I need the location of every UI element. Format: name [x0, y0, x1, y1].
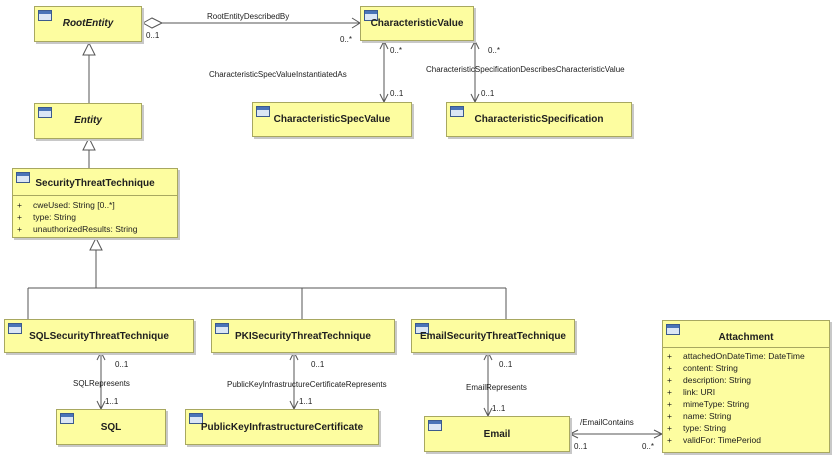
class-icon	[364, 10, 378, 21]
class-public-key-infrastructure-certificate[interactable]: PublicKeyInfrastructureCertificate	[185, 409, 379, 445]
attribute-row: +link: URI	[667, 387, 716, 397]
association-name-spec-describes-value: CharacteristicSpecificationDescribesChar…	[426, 65, 625, 74]
association-name-email-contains: /EmailContains	[580, 418, 634, 427]
class-attachment[interactable]: Attachment +attachedOnDateTime: DateTime…	[662, 320, 830, 453]
class-icon	[666, 324, 680, 335]
association-name-root-described-by: RootEntityDescribedBy	[207, 12, 290, 21]
compartment-divider	[13, 195, 177, 196]
attribute-row: +content: String	[667, 363, 738, 373]
multiplicity-label: 0..1	[311, 360, 325, 369]
multiplicity-label: 1..1	[492, 404, 506, 413]
class-name: EmailSecurityThreatTechnique	[420, 331, 566, 342]
class-characteristic-specification[interactable]: CharacteristicSpecification	[446, 102, 632, 137]
multiplicity-label: 0..1	[574, 442, 588, 451]
class-name: CharacteristicSpecification	[474, 114, 604, 125]
class-name: Attachment	[718, 332, 774, 343]
attribute-list: +attachedOnDateTime: DateTime +content: …	[667, 350, 827, 446]
class-name: SecurityThreatTechnique	[35, 178, 155, 189]
class-name: PublicKeyInfrastructureCertificate	[200, 422, 364, 433]
class-name: CharacteristicValue	[370, 18, 464, 29]
class-icon	[256, 106, 270, 117]
class-email-security-threat-technique[interactable]: EmailSecurityThreatTechnique	[411, 319, 575, 353]
multiplicity-label: 0..1	[115, 360, 129, 369]
class-name: Entity	[74, 115, 102, 126]
class-name: RootEntity	[62, 18, 114, 29]
class-icon	[38, 10, 52, 21]
attribute-list: +cweUsed: String [0..*] +type: String +u…	[17, 199, 175, 235]
multiplicity-label: 0..1	[390, 89, 404, 98]
attribute-row: +type: String	[667, 423, 726, 433]
generalization-triangle	[82, 136, 96, 151]
class-name: PKISecurityThreatTechnique	[235, 331, 371, 342]
compartment-divider	[663, 347, 829, 348]
aggregation-diamond	[141, 17, 164, 29]
class-name: Email	[483, 429, 511, 440]
class-characteristic-spec-value[interactable]: CharacteristicSpecValue	[252, 102, 412, 137]
attribute-row: +validFor: TimePeriod	[667, 435, 761, 445]
association-name-pki-represents: PublicKeyInfrastructureCertificateRepres…	[227, 380, 387, 389]
class-icon	[415, 323, 429, 334]
class-pki-security-threat-technique[interactable]: PKISecurityThreatTechnique	[211, 319, 395, 353]
class-icon	[450, 106, 464, 117]
multiplicity-label: 0..*	[488, 46, 501, 55]
navigation-arrowhead	[568, 429, 579, 439]
multiplicity-label: 0..*	[642, 442, 655, 451]
attribute-row: +mimeType: String	[667, 399, 750, 409]
multiplicity-label: 0..1	[146, 31, 160, 40]
class-icon	[215, 323, 229, 334]
class-root-entity[interactable]: RootEntity	[34, 6, 142, 42]
association-name-email-represents: EmailRepresents	[466, 383, 527, 392]
multiplicity-label: 0..1	[481, 89, 495, 98]
attribute-row: +unauthorizedResults: String	[17, 224, 138, 234]
class-sql[interactable]: SQL	[56, 409, 166, 445]
class-security-threat-technique[interactable]: SecurityThreatTechnique +cweUsed: String…	[12, 168, 178, 238]
class-sql-security-threat-technique[interactable]: SQLSecurityThreatTechnique	[4, 319, 194, 353]
attribute-row: +attachedOnDateTime: DateTime	[667, 351, 805, 361]
class-icon	[60, 413, 74, 424]
generalization-triangle	[82, 41, 96, 56]
navigation-arrowhead	[470, 39, 480, 50]
class-email[interactable]: Email	[424, 416, 570, 452]
class-icon	[16, 172, 30, 183]
multiplicity-label: 1..1	[105, 397, 119, 406]
class-icon	[189, 413, 203, 424]
association-name-sql-represents: SQLRepresents	[73, 379, 130, 388]
class-characteristic-value[interactable]: CharacteristicValue	[360, 6, 474, 41]
attribute-row: +type: String	[17, 212, 76, 222]
class-name: CharacteristicSpecValue	[273, 114, 391, 125]
attribute-row: +name: String	[667, 411, 732, 421]
association-name-spec-value-instantiated: CharacteristicSpecValueInstantiatedAs	[209, 70, 347, 79]
multiplicity-label: 0..*	[340, 35, 353, 44]
multiplicity-label: 1..1	[299, 397, 313, 406]
multiplicity-label: 0..1	[499, 360, 513, 369]
class-icon	[428, 420, 442, 431]
class-icon	[8, 323, 22, 334]
attribute-row: +cweUsed: String [0..*]	[17, 200, 115, 210]
generalization-triangle	[89, 236, 103, 251]
class-icon	[38, 107, 52, 118]
navigation-arrowhead	[379, 39, 389, 50]
class-entity[interactable]: Entity	[34, 103, 142, 139]
class-name: SQLSecurityThreatTechnique	[29, 331, 169, 342]
multiplicity-label: 0..*	[390, 46, 403, 55]
class-name: SQL	[100, 422, 122, 433]
attribute-row: +description: String	[667, 375, 752, 385]
